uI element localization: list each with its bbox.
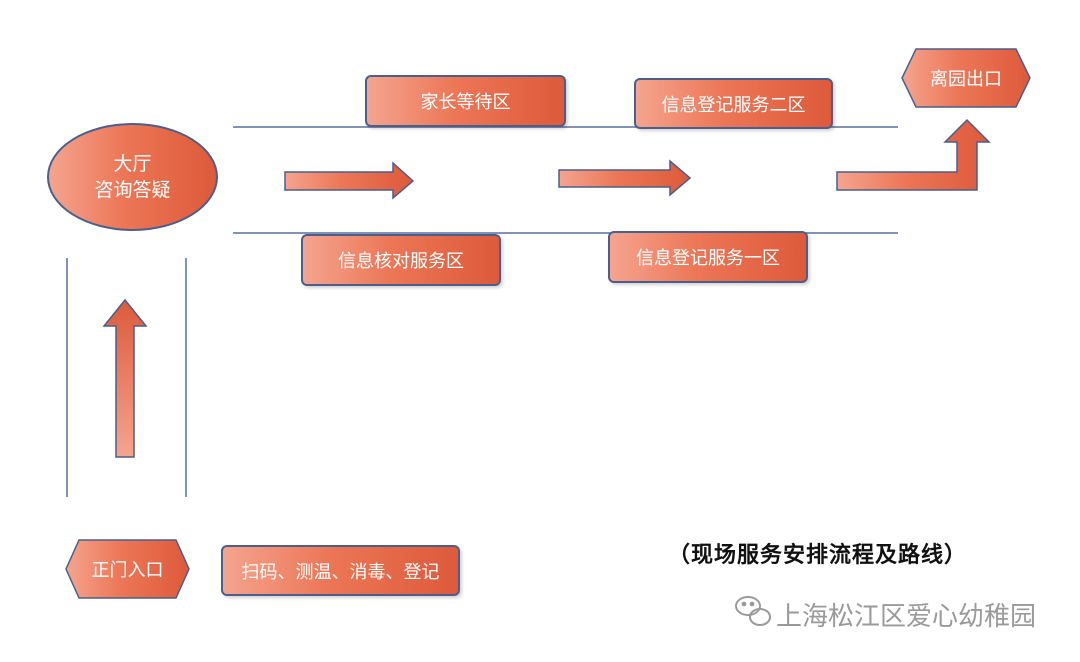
hall-title: 大厅: [113, 153, 152, 175]
arrow-up-to-hall: [102, 298, 148, 458]
entry-steps-box: 扫码、测温、消毒、登记: [221, 545, 460, 596]
info-registration-area-1: 信息登记服务一区: [608, 231, 808, 283]
arrow-right-2: [558, 159, 692, 197]
hall-subtitle: 咨询答疑: [94, 179, 171, 201]
arrow-right-1: [284, 161, 415, 200]
watermark-text: 上海松江区爱心幼稚园: [776, 602, 1037, 632]
exit-label: 离园出口: [930, 69, 1002, 90]
entrance-label: 正门入口: [91, 560, 164, 581]
hall-consultation-node: 大厅 咨询答疑: [47, 123, 218, 231]
info-registration-area-2: 信息登记服务二区: [634, 78, 833, 129]
wechat-icon: [735, 596, 771, 626]
entrance-hexagon: [65, 539, 190, 599]
parent-waiting-area: 家长等待区: [365, 75, 566, 127]
arrow-bent-to-exit: [836, 118, 991, 191]
info-check-service-area: 信息核对服务区: [301, 234, 501, 286]
diagram-caption: （现场服务安排流程及路线）: [668, 542, 968, 568]
exit-hexagon: [901, 48, 1031, 108]
